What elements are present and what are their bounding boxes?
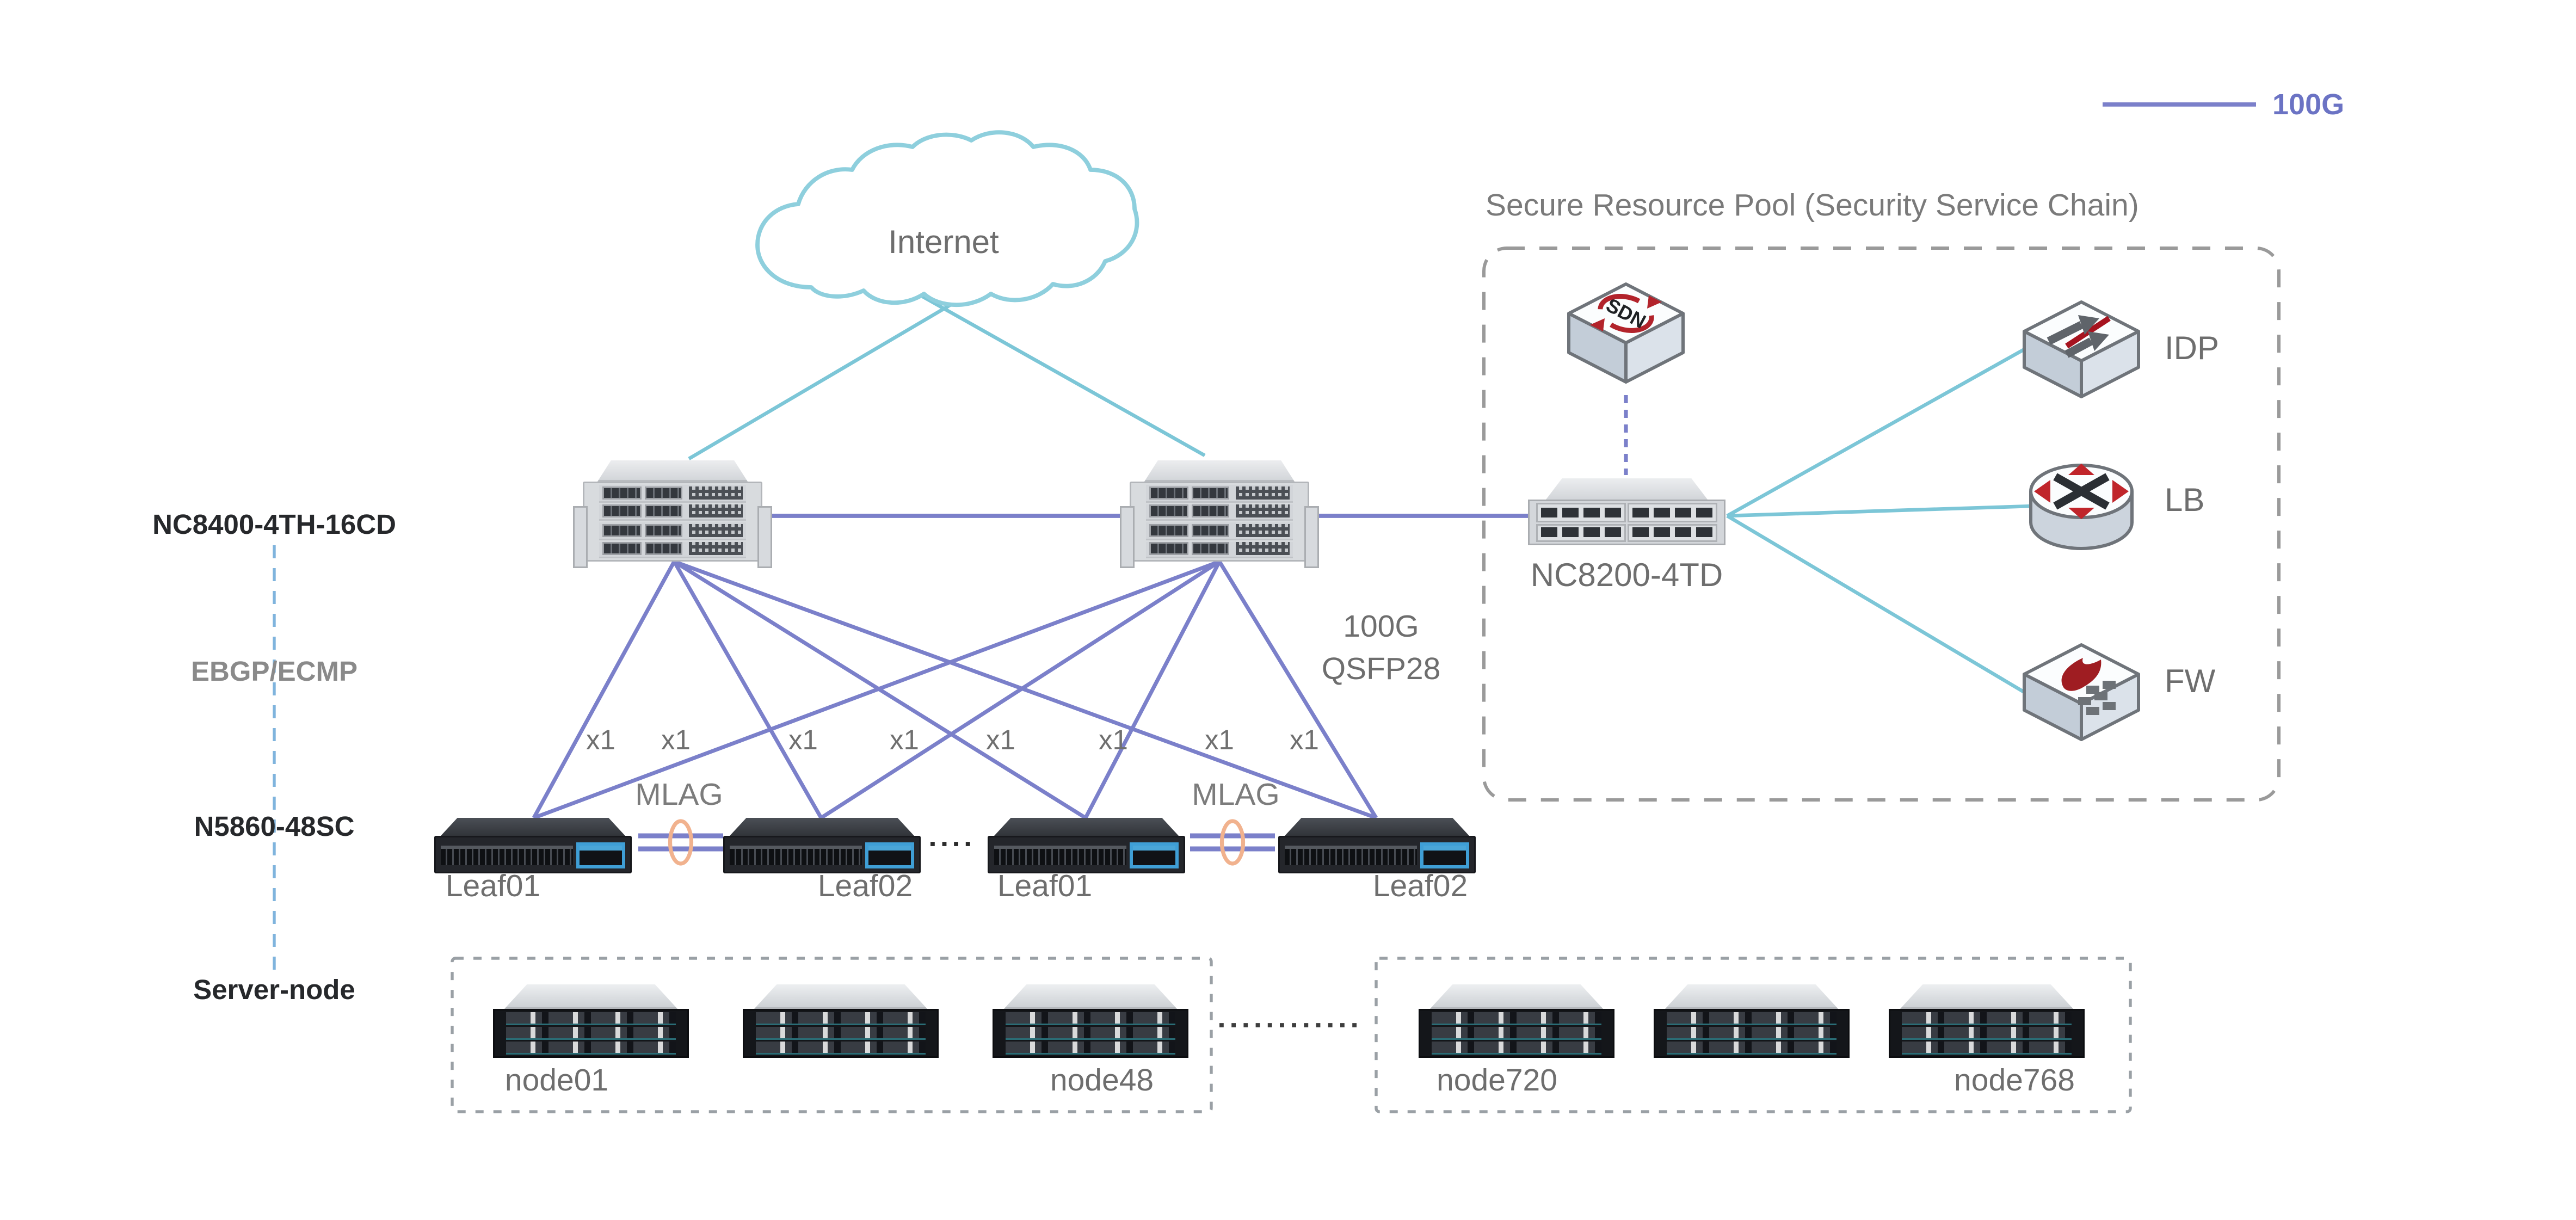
server-group2-dashed-border — [1375, 957, 2132, 1113]
nc8200-label: NC8200-4TD — [1530, 558, 1723, 594]
idp-icon — [2023, 300, 2140, 398]
fw-icon — [2023, 643, 2140, 741]
fw-label: FW — [2165, 664, 2216, 700]
server-node-3 — [993, 984, 1188, 1058]
spine2-chassis-front — [1120, 482, 1319, 568]
node720-label: node720 — [1437, 1064, 1557, 1099]
sdn-cycle-arrows — [1598, 294, 1654, 333]
internet-label: Internet — [888, 225, 999, 261]
link-note-qsfp28: QSFP28 — [1321, 653, 1441, 687]
leaf-switch-4 — [1278, 818, 1476, 873]
leaf1-uplink-ports — [576, 841, 625, 868]
mlag-peer-links — [638, 833, 1275, 852]
port-label-x1-2: x1 — [661, 725, 691, 756]
server-node-4 — [1419, 984, 1614, 1058]
lb-icon — [2029, 464, 2134, 550]
port-label-x1-5: x1 — [986, 725, 1015, 756]
leaf3-label: Leaf01 — [997, 870, 1093, 904]
node01-label: node01 — [504, 1064, 609, 1099]
spine-leaf-links — [532, 559, 1378, 820]
port-label-x1-1: x1 — [586, 725, 615, 756]
mlag-ring-1 — [668, 819, 694, 866]
label-leaf-model: N5860-48SC — [194, 811, 355, 842]
spine-switch-2 — [1120, 460, 1319, 568]
port-label-x1-6: x1 — [1099, 725, 1128, 756]
secure-pool-title: Secure Resource Pool (Security Service C… — [1486, 189, 2139, 224]
server-group1-dashed-border — [451, 957, 1213, 1113]
leaf1-label: Leaf01 — [445, 870, 541, 904]
spine2-chassis-top — [1144, 460, 1295, 482]
leaf4-label: Leaf02 — [1372, 870, 1468, 904]
leaf2-label: Leaf02 — [817, 870, 913, 904]
spine-switch-1 — [573, 460, 772, 568]
link-cloud-spine1 — [688, 294, 967, 460]
node768-label: node768 — [1954, 1064, 2075, 1099]
node48-label: node48 — [1050, 1064, 1154, 1099]
nc8200-switch — [1528, 478, 1725, 545]
leaf2-uplink-ports — [865, 841, 914, 868]
link-nc8200-idp — [1726, 348, 2025, 517]
port-label-x1-4: x1 — [890, 725, 919, 756]
label-spine-model: NC8400-4TH-16CD — [152, 509, 396, 540]
leaf-switch-1 — [434, 818, 632, 873]
port-label-x1-7: x1 — [1205, 725, 1234, 756]
leaf-switch-2 — [723, 818, 921, 873]
lb-label: LB — [2165, 483, 2205, 519]
secure-pool-dashed-border — [1482, 247, 2281, 802]
link-note-100g: 100G — [1343, 611, 1419, 645]
mlag-label-1: MLAG — [635, 779, 723, 813]
label-server-row: Server-node — [193, 975, 355, 1006]
spine1-chassis-top — [597, 460, 748, 482]
link-nc8200-fw — [1726, 514, 2025, 694]
link-nc8200-lb — [1727, 504, 2033, 518]
internet-cloud — [755, 130, 1139, 307]
port-label-x1-3: x1 — [788, 725, 818, 756]
legend-100g-label: 100G — [2272, 88, 2345, 121]
port-label-x1-8: x1 — [1290, 725, 1319, 756]
idp-label: IDP — [2165, 331, 2220, 367]
leaf4-uplink-ports — [1420, 841, 1469, 868]
sdn-controller-icon: SDN — [1567, 282, 1685, 384]
label-protocol: EBGP/ECMP — [190, 656, 358, 687]
mlag-ring-2 — [1219, 819, 1246, 866]
spine1-chassis-front — [573, 482, 772, 568]
server-node-6 — [1889, 984, 2085, 1058]
link-cloud-spine2 — [920, 294, 1206, 457]
leaf3-uplink-ports — [1130, 841, 1179, 868]
mlag-label-2: MLAG — [1192, 779, 1280, 813]
server-node-5 — [1654, 984, 1850, 1058]
server-node-2 — [743, 984, 939, 1058]
leaf-switch-3 — [988, 818, 1185, 873]
server-node-1 — [493, 984, 689, 1058]
